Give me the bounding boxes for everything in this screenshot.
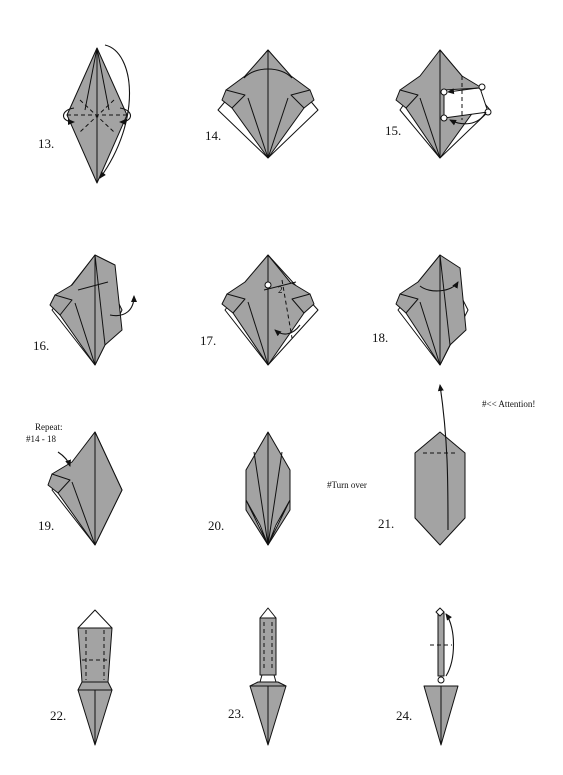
step-23-number: 23. xyxy=(228,706,244,721)
step-22-number: 22. xyxy=(50,708,66,723)
step-13-diagram xyxy=(62,44,132,184)
step-24-number: 24. xyxy=(396,708,412,723)
step-15-number: 15. xyxy=(385,123,401,138)
repeat-note-line1: Repeat: xyxy=(35,422,63,432)
attention-note: #<< Attention! xyxy=(482,399,535,409)
step-18-diagram xyxy=(395,254,469,366)
step-20-number: 20. xyxy=(208,518,224,533)
step-19-number: 19. xyxy=(38,518,54,533)
step-18-number: 18. xyxy=(372,330,388,345)
step-16-number: 16. xyxy=(33,338,49,353)
turn-over-note: #Turn over xyxy=(327,480,367,490)
step-20-diagram xyxy=(245,431,291,546)
step-14-number: 14. xyxy=(205,128,221,143)
step-22-diagram xyxy=(77,609,113,746)
step-15-diagram xyxy=(395,49,492,159)
step-17-number: 17. xyxy=(200,333,216,348)
step-17-diagram: 2 xyxy=(221,254,319,366)
repeat-note-line2: #14 - 18 xyxy=(26,434,56,444)
step-23-diagram xyxy=(249,607,287,746)
step-13-number: 13. xyxy=(38,136,54,151)
step-14-diagram xyxy=(217,49,319,159)
step-16-diagram xyxy=(49,254,137,366)
step-21-diagram xyxy=(414,384,466,546)
svg-text:2: 2 xyxy=(278,285,283,295)
step-19-diagram xyxy=(47,431,123,546)
step-21-number: 21. xyxy=(378,516,394,531)
step-24-diagram xyxy=(423,607,459,746)
